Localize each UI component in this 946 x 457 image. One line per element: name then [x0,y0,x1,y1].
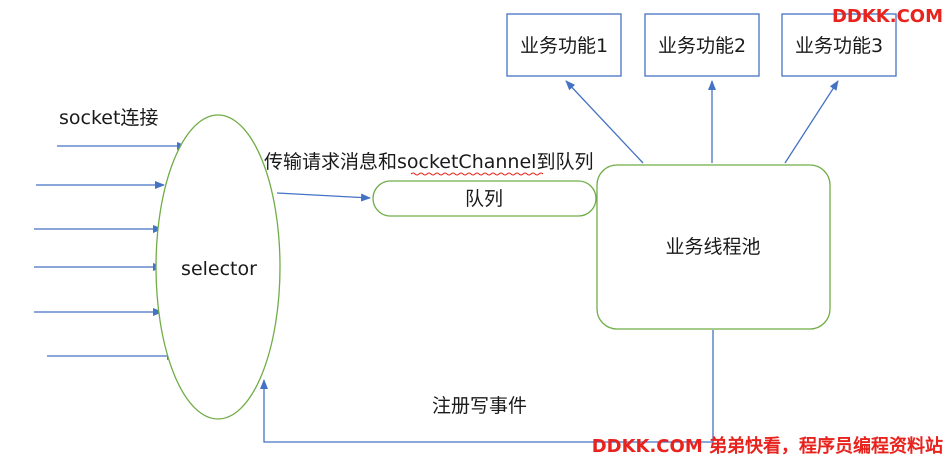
thread-pool-box [596,164,831,330]
register-write-label: 注册写事件 [432,395,527,417]
func1-box [506,13,622,77]
watermark-top: DDKK.COM [832,6,943,27]
func2-box [644,13,760,77]
func2-label: 业务功能2 [658,35,746,57]
incoming-socket-arrows [34,142,187,360]
queue-label: 队列 [465,188,503,210]
func3-box [781,13,897,77]
selector-label: selector [181,258,257,280]
queue-shape [372,180,597,217]
transfer-label: 传输请求消息和socketChannel到队列 [264,151,593,173]
selector-to-queue-arrow [276,192,371,202]
socket-connect-label: socket连接 [59,107,158,129]
func3-label: 业务功能3 [795,35,883,57]
func1-label: 业务功能1 [520,35,608,57]
spellcheck-squiggle [410,172,544,176]
thread-pool-label: 业务线程池 [665,236,760,258]
pool-to-func3-arrow [784,80,839,164]
selector-ellipse [155,114,281,420]
register-write-path [260,330,714,443]
watermark-bottom: DDKK.COM 弟弟快看，程序员编程资料站 [592,435,943,457]
pool-to-func1-arrow [565,80,644,164]
